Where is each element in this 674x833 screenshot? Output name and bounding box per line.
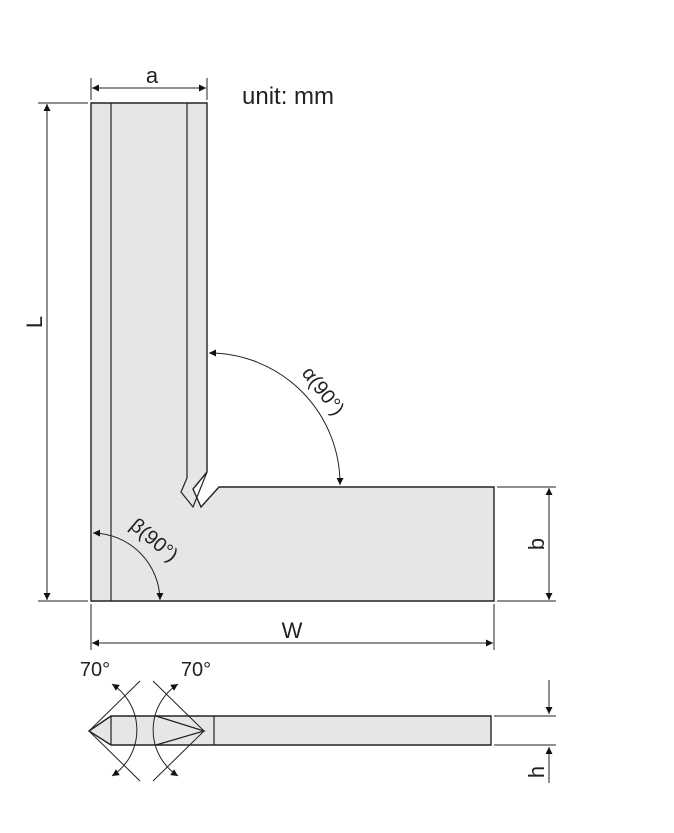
dimension-L: L — [22, 102, 88, 602]
square-side-view — [87, 715, 492, 746]
side-view-profile — [87, 715, 492, 746]
bevel-angle-left: 70° — [80, 659, 141, 782]
dimension-W-label: W — [282, 618, 303, 643]
dimension-h-label: h — [524, 766, 549, 778]
dimension-a: a — [90, 63, 208, 100]
dimension-b-label: b — [524, 538, 549, 550]
square-outline — [90, 102, 495, 602]
square-front-view — [90, 102, 495, 602]
unit-label: unit: mm — [242, 83, 334, 110]
relief-notch — [180, 471, 208, 509]
dimension-h: h — [494, 680, 556, 783]
bevel-angle-left-label: 70° — [80, 659, 110, 681]
bevel-angle-right: 70° — [152, 659, 211, 782]
dimension-b: b — [497, 486, 556, 602]
dimension-L-label: L — [22, 316, 47, 328]
dimension-a-label: a — [146, 63, 159, 88]
dimension-W: W — [90, 604, 495, 650]
bevel-angle-right-label: 70° — [181, 659, 211, 681]
angle-alpha-label: α(90°) — [297, 363, 348, 420]
angle-alpha: α(90°) — [208, 349, 348, 486]
